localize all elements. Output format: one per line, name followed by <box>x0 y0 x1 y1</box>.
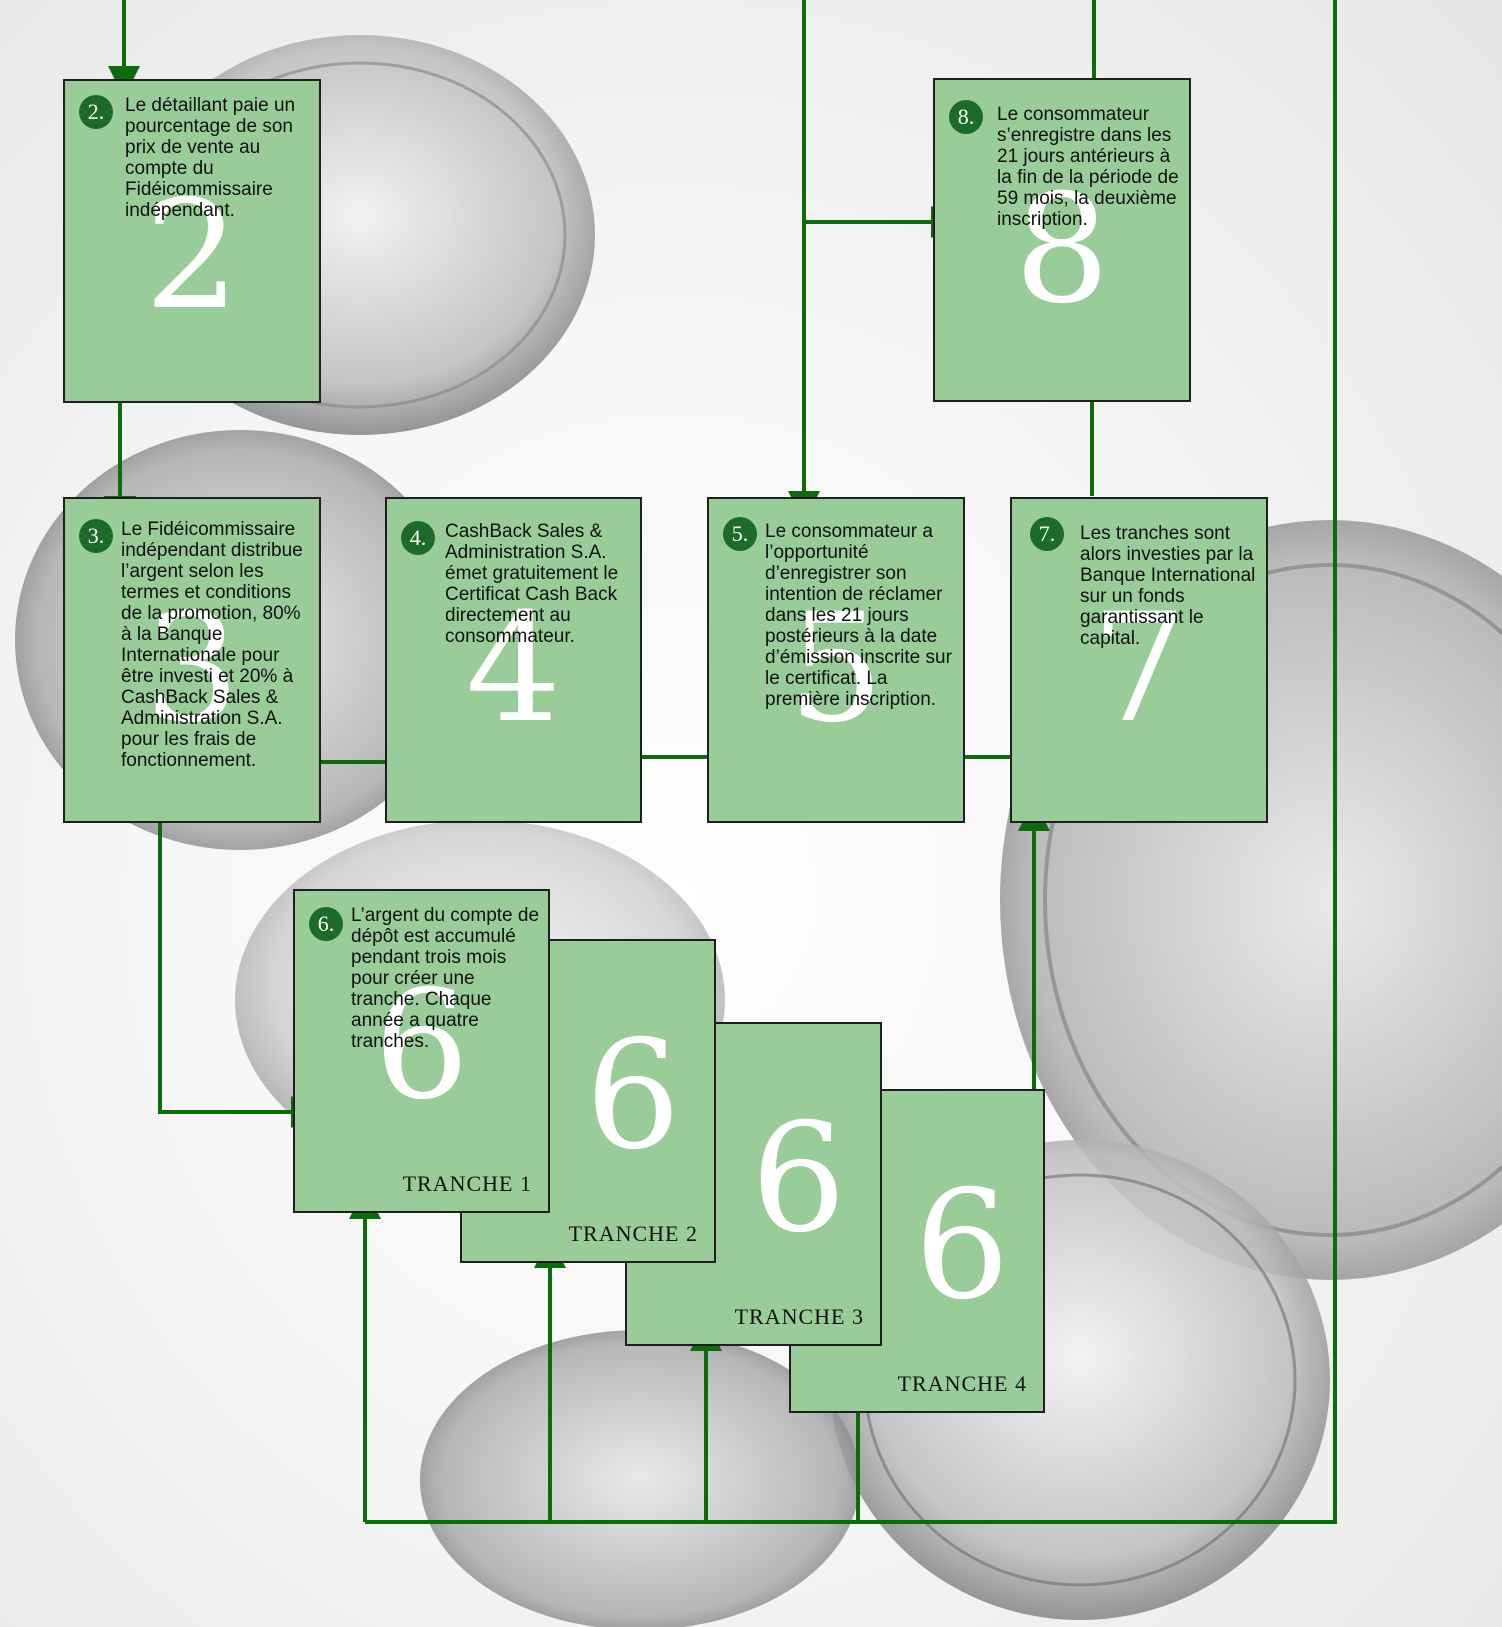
coin-bottom <box>420 1330 860 1627</box>
step-3-big-number: 3 <box>144 582 240 756</box>
step-5-text: Le consommateur a l’opportunité d’enregi… <box>765 521 952 710</box>
step-6-badge: 6. <box>309 907 343 941</box>
step-2-text: Le détaillant paie un pourcentage de son… <box>125 95 296 221</box>
step-8-big-number: 8 <box>1014 163 1110 337</box>
step-4-badge: 4. <box>401 521 435 555</box>
step-7-box: 7 7. Les tranches sont alors investies p… <box>1010 497 1268 823</box>
step-5-box: 5 5. Le consommateur a l’opportunité d’e… <box>707 497 965 823</box>
tranche-4-big-number: 6 <box>914 1159 1010 1333</box>
step-5-badge: 5. <box>723 517 757 551</box>
step-8-box: 8 8. Le consommateur s’enregistre dans l… <box>933 78 1191 402</box>
step-7-big-number: 7 <box>1091 582 1187 756</box>
step-7-text: Les tranches sont alors investies par la… <box>1080 523 1256 649</box>
step-3-text: Le Fidéicommissaire indépendant distribu… <box>121 519 303 771</box>
step-8-text: Le consommateur s’enregistre dans les 21… <box>997 104 1179 230</box>
tranche-3-label: TRANCHE 3 <box>734 1304 864 1329</box>
step-5-big-number: 5 <box>788 582 884 756</box>
step-2-badge: 2. <box>79 95 113 129</box>
tranche-4-label: TRANCHE 4 <box>897 1371 1027 1396</box>
tranche-2-label: TRANCHE 2 <box>568 1221 698 1246</box>
step-4-text: CashBack Sales & Administration S.A. éme… <box>445 521 619 647</box>
step-6-box: 6 6. L’argent du compte de dépôt est acc… <box>293 889 550 1213</box>
tranche-2-big-number: 6 <box>585 1009 681 1183</box>
arrow-3-to-6 <box>158 822 323 1128</box>
step-2-big-number: 2 <box>144 169 240 343</box>
step-8-badge: 8. <box>949 100 983 134</box>
step-4-box: 4 4. CashBack Sales & Administration S.A… <box>385 497 642 823</box>
tranche-3-big-number: 6 <box>750 1092 847 1266</box>
step-6-text: L’argent du compte de dépôt est accumulé… <box>351 905 540 1052</box>
step-2-box: 2 2. Le détaillant paie un pourcentage d… <box>63 79 321 403</box>
step-6-big-number: 6 <box>373 959 470 1133</box>
return-loop <box>365 0 1337 1524</box>
tranche-1-label: TRANCHE 1 <box>402 1171 532 1196</box>
step-3-box: 3 3. Le Fidéicommissaire indépendant dis… <box>63 497 321 823</box>
step-7-badge: 7. <box>1030 517 1064 551</box>
step-3-badge: 3. <box>79 519 113 553</box>
step-4-big-number: 4 <box>465 582 562 756</box>
